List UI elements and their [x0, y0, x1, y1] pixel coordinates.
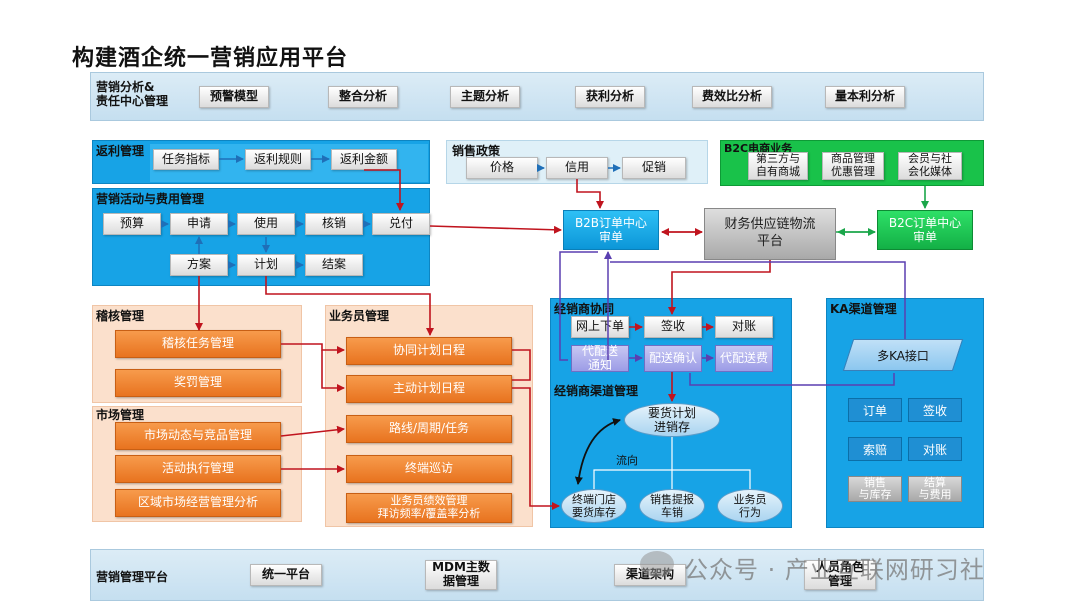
- b2c-business-label: B2C电商业务: [724, 142, 793, 155]
- arrow-dealer-b2b: [559, 251, 598, 361]
- dealer-delivery-confirm[interactable]: 配送确认: [644, 345, 702, 372]
- salesman-performance[interactable]: 业务员绩效管理 拜访频率/覆盖率分析: [346, 493, 512, 523]
- arrow-audit-active: [321, 350, 345, 392]
- arrow-finance-sign: [668, 260, 771, 315]
- ka-sales-stock[interactable]: 销售 与库存: [848, 476, 902, 502]
- activity-plan[interactable]: 计划: [237, 254, 295, 276]
- top-item-3[interactable]: 获利分析: [575, 86, 645, 108]
- arrow-ka-b2b: [610, 261, 906, 339]
- ka-claim[interactable]: 索赔: [848, 437, 902, 461]
- policy-credit[interactable]: 信用: [546, 157, 608, 179]
- market-label: 市场管理: [96, 408, 145, 422]
- policy-promo[interactable]: 促销: [622, 157, 686, 179]
- watermark-text: 公众号 · 产业互联网研习社: [684, 556, 985, 584]
- b2c-item-0[interactable]: 第三方与 自有商城: [748, 152, 808, 180]
- top-item-4[interactable]: 费效比分析: [692, 86, 772, 108]
- rebate-label: 返利管理: [96, 144, 145, 158]
- ka-label: KA渠道管理: [830, 302, 897, 316]
- ka-order[interactable]: 订单: [848, 398, 902, 422]
- market-analysis[interactable]: 区域市场经营管理分析: [115, 489, 281, 517]
- dealer-reconcile[interactable]: 对账: [715, 316, 773, 338]
- arrow-audit-collab: [281, 343, 345, 354]
- market-dynamics[interactable]: 市场动态与竞品管理: [115, 422, 281, 450]
- top-item-1[interactable]: 整合分析: [328, 86, 398, 108]
- ka-reconcile[interactable]: 对账: [908, 437, 962, 461]
- audit-reward[interactable]: 奖罚管理: [115, 369, 281, 397]
- dealer-terminal-store[interactable]: 终端门店 要货库存: [561, 489, 627, 523]
- b2c-item-2[interactable]: 会员与社 会化媒体: [898, 152, 962, 180]
- dealer-collab-label: 经销商协同: [554, 302, 615, 316]
- salesman-route[interactable]: 路线/周期/任务: [346, 415, 512, 443]
- activity-use[interactable]: 使用: [237, 213, 295, 235]
- dealer-demand-plan[interactable]: 要货计划 进销存: [624, 403, 720, 437]
- arrow-pay-b2b: [429, 225, 562, 234]
- dealer-channel-label: 经销商渠道管理: [554, 384, 639, 398]
- activity-plan-scheme[interactable]: 方案: [170, 254, 228, 276]
- top-item-5[interactable]: 量本利分析: [825, 86, 905, 108]
- platform-band-label: 营销管理平台: [96, 570, 169, 584]
- analysis-band-label: 营销分析& 责任中心管理: [96, 80, 169, 109]
- flow-label: 流向: [616, 454, 638, 467]
- flow-arrow: [574, 418, 621, 485]
- activity-apply[interactable]: 申请: [170, 213, 228, 235]
- rebate-item-1[interactable]: 返利规则: [245, 149, 311, 170]
- activity-budget[interactable]: 预算: [103, 213, 161, 235]
- dealer-delivery-fee[interactable]: 代配送费: [715, 345, 773, 372]
- activity-close[interactable]: 结案: [305, 254, 363, 276]
- salesman-collab-plan[interactable]: 协同计划日程: [346, 337, 512, 365]
- arrow-credit-b2b: [576, 179, 604, 209]
- arrow-collab-loop: [512, 349, 531, 381]
- salesman-active-plan[interactable]: 主动计划日程: [346, 375, 512, 403]
- b2c-item-1[interactable]: 商品管理 优惠管理: [822, 152, 884, 180]
- dealer-online-order[interactable]: 网上下单: [571, 316, 629, 338]
- policy-price[interactable]: 价格: [466, 157, 538, 179]
- market-activity[interactable]: 活动执行管理: [115, 455, 281, 483]
- arrow-ka-dealer: [689, 373, 895, 386]
- salesman-label: 业务员管理: [329, 309, 390, 323]
- dealer-salesman-behavior[interactable]: 业务员 行为: [717, 489, 783, 523]
- platform-mdm[interactable]: MDM主数 据管理: [425, 560, 497, 590]
- ka-settlement[interactable]: 结算 与费用: [908, 476, 962, 502]
- wechat-icon: [640, 551, 674, 577]
- top-item-2[interactable]: 主题分析: [450, 86, 520, 108]
- dealer-delivery-notice[interactable]: 代配送 通知: [571, 344, 629, 372]
- rebate-item-0[interactable]: 任务指标: [153, 149, 219, 170]
- platform-roles[interactable]: 人员角色 管理: [804, 560, 876, 590]
- top-item-0[interactable]: 预警模型: [199, 86, 269, 108]
- dealer-sign[interactable]: 签收: [644, 316, 702, 338]
- salesman-visit[interactable]: 终端巡访: [346, 455, 512, 483]
- activity-verify[interactable]: 核销: [305, 213, 363, 235]
- b2c-order-center[interactable]: B2C订单中心 审单: [877, 210, 973, 250]
- ka-interface[interactable]: 多KA接口: [877, 348, 929, 363]
- arrow-amount-pay: [364, 169, 404, 211]
- b2b-order-center[interactable]: B2B订单中心 审单: [563, 210, 659, 250]
- finance-platform[interactable]: 财务供应链物流 平台: [704, 208, 836, 260]
- activity-label: 营销活动与费用管理: [96, 192, 205, 206]
- arrow-plan-salesman: [265, 276, 434, 336]
- dealer-sales-report[interactable]: 销售提报 车销: [639, 489, 705, 523]
- arrow-salesman-store: [512, 387, 560, 510]
- page-title: 构建酒企统一营销应用平台: [72, 46, 349, 71]
- platform-unified[interactable]: 统一平台: [250, 564, 322, 586]
- ka-sign[interactable]: 签收: [908, 398, 962, 422]
- arrow-market-route: [280, 425, 345, 437]
- sales-policy-label: 销售政策: [452, 144, 501, 158]
- activity-pay[interactable]: 兑付: [372, 213, 430, 235]
- audit-label: 稽核管理: [96, 309, 145, 323]
